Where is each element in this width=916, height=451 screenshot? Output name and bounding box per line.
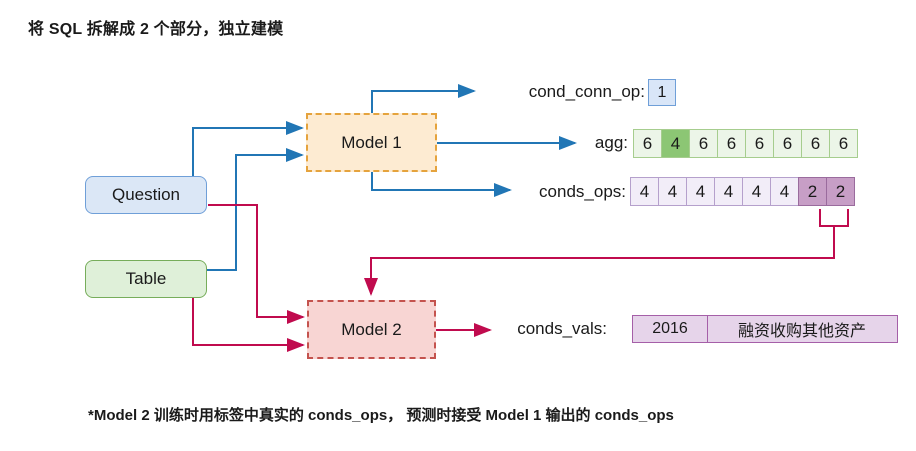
agg-cell: 6 bbox=[745, 129, 774, 158]
arrow-table-to-model1 bbox=[207, 148, 304, 271]
arrow-question-to-model2 bbox=[208, 204, 305, 324]
agg-row: 6 4 6 6 6 6 6 6 bbox=[633, 129, 858, 158]
conds-ops-cell-highlighted: 2 bbox=[798, 177, 827, 206]
arrow-model1-to-conds-ops bbox=[371, 172, 512, 197]
conds-ops-cell: 4 bbox=[770, 177, 799, 206]
agg-label: agg: bbox=[594, 133, 628, 152]
agg-cell: 6 bbox=[829, 129, 858, 158]
cond-conn-op-value: 1 bbox=[648, 79, 676, 106]
conds-ops-row: 4 4 4 4 4 4 2 2 bbox=[630, 177, 855, 206]
footnote: *Model 2 训练时用标签中真实的 conds_ops， 预测时接受 Mod… bbox=[88, 407, 674, 424]
arrow-table-to-model2 bbox=[192, 298, 305, 352]
model1-node: Model 1 bbox=[306, 113, 437, 172]
conds-ops-cell: 4 bbox=[658, 177, 687, 206]
agg-cell: 6 bbox=[633, 129, 662, 158]
conds-vals-cell: 2016 bbox=[632, 315, 708, 343]
conds-ops-cell: 4 bbox=[686, 177, 715, 206]
conds-ops-cell: 4 bbox=[742, 177, 771, 206]
conds-ops-cell-highlighted: 2 bbox=[826, 177, 855, 206]
conds-ops-cell: 4 bbox=[714, 177, 743, 206]
conds-ops-label: conds_ops: bbox=[539, 182, 626, 201]
agg-cell-highlighted: 4 bbox=[661, 129, 690, 158]
table-label: Table bbox=[125, 269, 167, 288]
model2-node: Model 2 bbox=[307, 300, 436, 359]
agg-cell: 6 bbox=[773, 129, 802, 158]
diagram-title: 将 SQL 拆解成 2 个部分，独立建模 bbox=[28, 21, 284, 38]
question-node: Question bbox=[85, 176, 207, 214]
conds-ops-cell: 4 bbox=[630, 177, 659, 206]
cond-conn-op-label: cond_conn_op: bbox=[528, 82, 645, 101]
model1-label: Model 1 bbox=[341, 132, 402, 152]
bracket-conds-ops-highlight bbox=[819, 209, 849, 227]
conds-vals-row: 2016 融资收购其他资产 bbox=[632, 315, 898, 343]
conds-vals-cell: 融资收购其他资产 bbox=[706, 315, 898, 343]
table-node: Table bbox=[85, 260, 207, 298]
arrow-question-to-model1 bbox=[192, 121, 304, 176]
agg-cell: 6 bbox=[801, 129, 830, 158]
arrow-model1-to-cond-conn-op bbox=[371, 84, 476, 113]
agg-cell: 6 bbox=[717, 129, 746, 158]
arrow-conds-ops-to-model2 bbox=[364, 226, 835, 296]
agg-cell: 6 bbox=[689, 129, 718, 158]
conds-vals-label: conds_vals: bbox=[517, 319, 607, 338]
model2-label: Model 2 bbox=[341, 319, 402, 339]
question-label: Question bbox=[111, 185, 181, 204]
